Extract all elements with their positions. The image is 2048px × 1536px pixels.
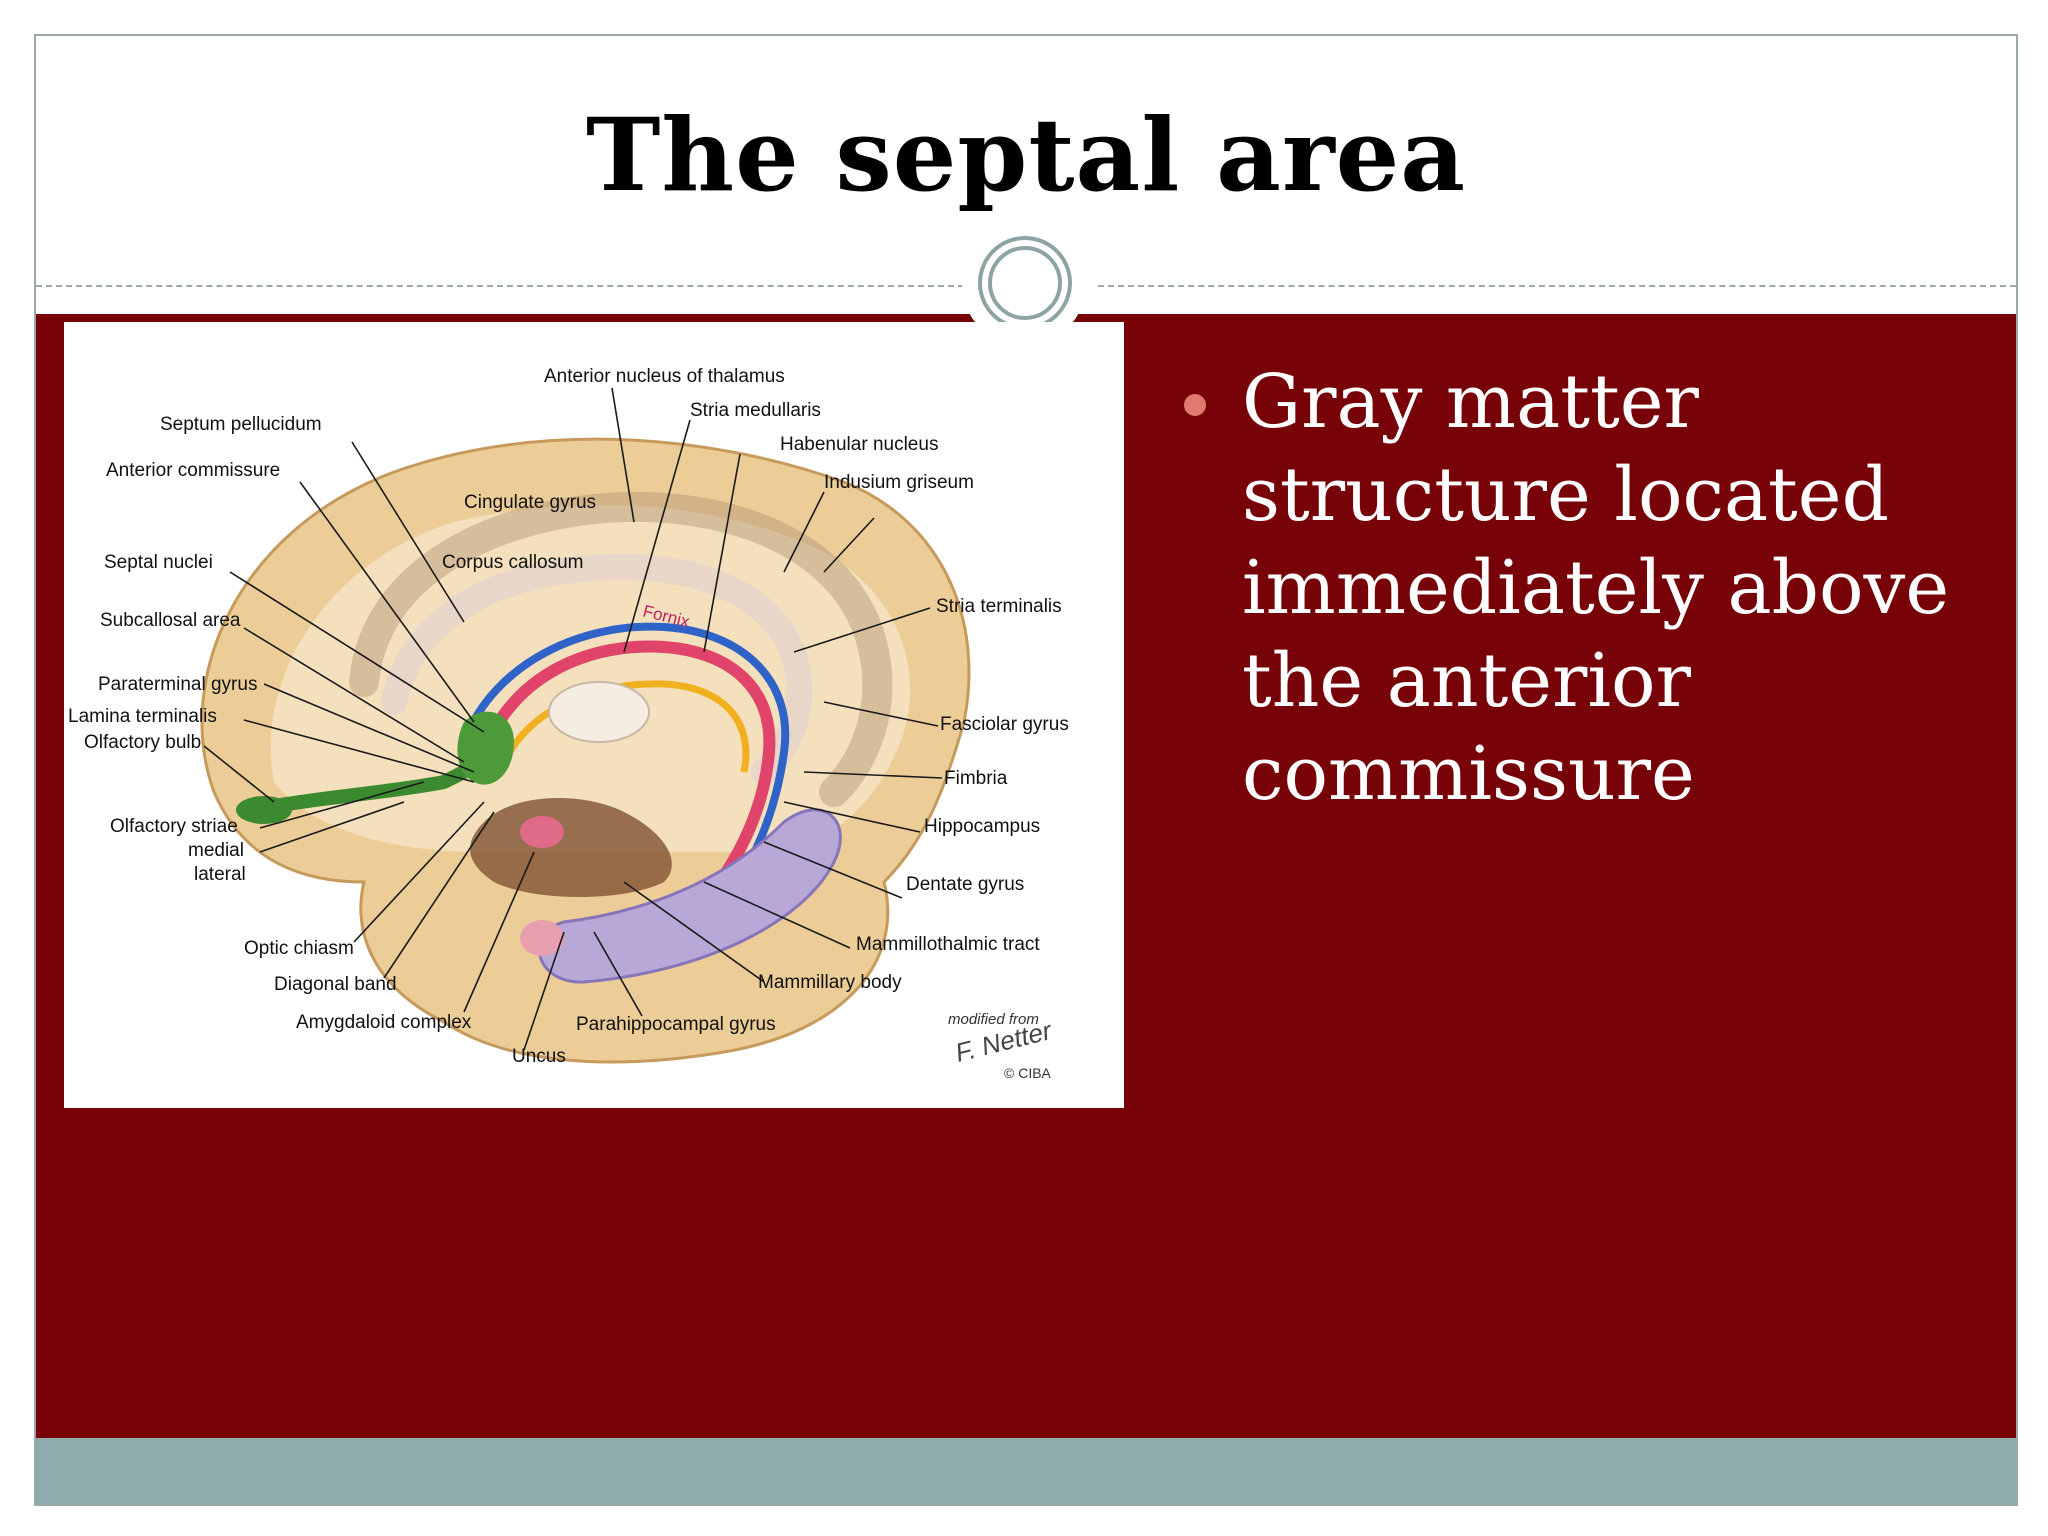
bullet-text: Gray matter structure located immediatel… [1242, 359, 1950, 817]
label-cingulate-gyrus: Cingulate gyrus [464, 492, 596, 513]
slide-frame [34, 34, 2018, 1506]
label-olfactory-striae: Olfactory striae [110, 816, 238, 837]
bullet-list: Gray matter structure located immediatel… [1180, 356, 2000, 821]
uncus-shape [520, 920, 564, 956]
label-hippocampus: Hippocampus [924, 816, 1040, 837]
hippocampus-shape [537, 808, 842, 984]
label-anterior-commissure: Anterior commissure [106, 460, 280, 481]
label-paraterminal-gyrus: Paraterminal gyrus [98, 674, 257, 695]
label-stria-medullaris: Stria medullaris [690, 400, 821, 421]
label-mammillary-body: Mammillary body [758, 972, 902, 993]
label-uncus: Uncus [512, 1046, 566, 1067]
label-dentate-gyrus: Dentate gyrus [906, 874, 1024, 895]
olfactory-bulb-shape [236, 796, 292, 824]
header-divider-left [36, 285, 964, 287]
label-septal-nuclei: Septal nuclei [104, 552, 213, 573]
label-anterior-nucleus-thalamus: Anterior nucleus of thalamus [544, 366, 785, 387]
brainstem-shape [470, 798, 672, 897]
label-habenular-nucleus: Habenular nucleus [780, 434, 938, 455]
amygdala-shape [520, 816, 564, 848]
stria-terminalis-yellow [500, 680, 750, 773]
label-indusium-griseum: Indusium griseum [824, 472, 974, 493]
stria-blue-arc [460, 622, 790, 926]
label-mammillothalmic-tract: Mammillothalmic tract [856, 934, 1040, 955]
label-diagonal-band: Diagonal band [274, 974, 397, 995]
fornix-red-arc [478, 640, 776, 938]
brain-diagram: Anterior nucleus of thalamus Stria medul… [64, 322, 1124, 1108]
septal-green-region [457, 711, 514, 785]
label-septum-pellucidum: Septum pellucidum [160, 414, 322, 435]
label-optic-chiasm: Optic chiasm [244, 938, 354, 959]
label-lamina-terminalis: Lamina terminalis [68, 706, 217, 727]
footer-band [36, 1438, 2016, 1504]
leader-lines [203, 387, 943, 1051]
brain-diagram-svg: Anterior nucleus of thalamus Stria medul… [68, 366, 1069, 1081]
bullet-item: Gray matter structure located immediatel… [1180, 356, 2000, 821]
label-subcallosal-area: Subcallosal area [100, 610, 241, 631]
label-fasciolar-gyrus: Fasciolar gyrus [940, 714, 1069, 735]
label-lateral: lateral [194, 864, 246, 885]
label-olfactory-bulb: Olfactory bulb [84, 732, 201, 753]
slide-title: The septal area [585, 96, 1467, 214]
credit-text: modified from [948, 1011, 1039, 1028]
label-stria-terminalis: Stria terminalis [936, 596, 1062, 617]
corpus-callosum-shape [381, 553, 813, 785]
label-fimbria: Fimbria [944, 768, 1008, 789]
bullet-dot-icon [1184, 394, 1206, 416]
label-corpus-callosum: Corpus callosum [442, 552, 584, 573]
thalamus-shape [548, 681, 650, 743]
divider-ornament-inner [988, 246, 1062, 320]
header-divider-right [1098, 285, 2016, 287]
copyright-text: © CIBA [1004, 1065, 1052, 1081]
label-parahippocampal-gyrus: Parahippocampal gyrus [576, 1014, 776, 1035]
label-amygdaloid-complex: Amygdaloid complex [296, 1012, 472, 1033]
label-medial: medial [188, 840, 244, 861]
